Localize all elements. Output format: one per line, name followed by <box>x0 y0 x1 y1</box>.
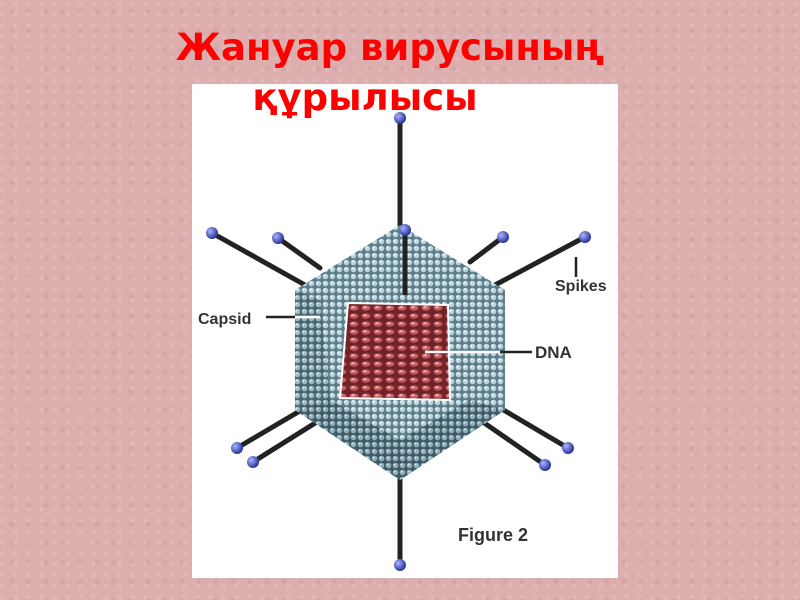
dna-label: DNA <box>535 343 572 362</box>
slide-title-line-2: құрылысы <box>252 76 478 119</box>
capsid <box>295 225 505 480</box>
slide-title-line-1: Жануар вирусының <box>175 26 605 69</box>
figure-caption: Figure 2 <box>458 525 528 545</box>
capsid-label: Capsid <box>198 311 251 328</box>
spikes <box>209 115 588 568</box>
dna-core <box>338 301 452 402</box>
leader-lines <box>266 257 578 354</box>
spikes-label: Spikes <box>555 278 607 295</box>
spike-tips <box>206 112 591 571</box>
